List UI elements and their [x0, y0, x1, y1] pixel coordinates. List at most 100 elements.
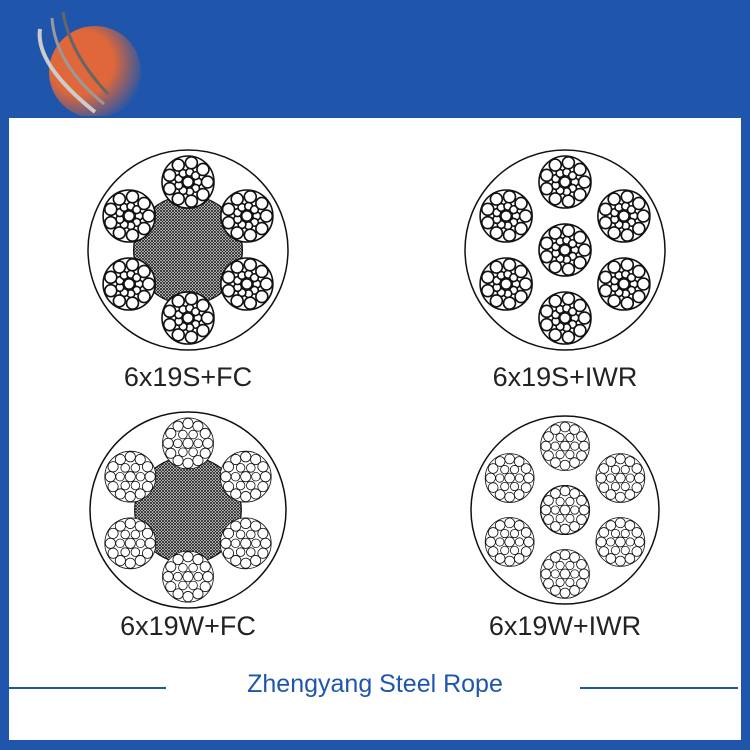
wire	[200, 311, 215, 325]
wire	[196, 187, 210, 202]
wire	[120, 463, 130, 473]
wire	[543, 514, 554, 525]
wire	[578, 504, 590, 516]
wire	[107, 527, 119, 539]
wire	[570, 569, 580, 579]
wire	[576, 431, 587, 442]
wire	[196, 323, 210, 338]
wire	[509, 465, 520, 475]
wire	[626, 272, 637, 283]
wire	[550, 441, 560, 451]
wire	[137, 289, 151, 304]
wire	[184, 292, 199, 306]
wire	[550, 488, 561, 499]
wire	[631, 527, 643, 538]
wire	[561, 156, 576, 170]
wire	[513, 456, 525, 467]
wire	[573, 162, 587, 177]
wire	[598, 463, 610, 474]
wire	[243, 296, 258, 310]
wire	[172, 455, 184, 467]
wire	[631, 482, 643, 493]
wire	[221, 215, 236, 230]
wire	[632, 196, 646, 211]
wire	[559, 523, 571, 535]
wire	[548, 158, 563, 172]
wire	[598, 202, 613, 217]
wire	[555, 433, 565, 443]
wire	[188, 429, 198, 440]
wire	[504, 536, 515, 548]
rope-diagram-6x19s-fc	[87, 149, 289, 351]
wire	[550, 505, 560, 515]
wire	[555, 577, 565, 587]
wire	[124, 517, 136, 529]
wire	[550, 457, 561, 468]
wire	[165, 581, 177, 593]
wire	[569, 552, 580, 563]
wire	[559, 421, 571, 433]
wire	[520, 482, 532, 493]
wire	[137, 196, 151, 211]
wire	[230, 192, 244, 206]
wire	[182, 591, 194, 603]
wire	[120, 547, 130, 557]
wire	[598, 546, 610, 557]
wire	[193, 438, 203, 449]
wire	[134, 520, 146, 532]
wire	[223, 547, 234, 559]
rope-diagram-6x19s-iwr	[464, 149, 666, 351]
wire	[513, 489, 525, 500]
wire	[509, 528, 520, 539]
wire	[184, 156, 199, 170]
wire	[178, 429, 188, 440]
wire	[243, 228, 258, 242]
wire	[124, 537, 136, 549]
wire	[221, 202, 236, 217]
wire	[172, 588, 184, 600]
wire	[481, 202, 495, 217]
wire	[144, 471, 156, 483]
wire	[514, 196, 528, 211]
wire	[141, 209, 156, 223]
wire	[172, 420, 184, 432]
wire	[188, 447, 198, 457]
wire	[548, 192, 563, 206]
wire	[240, 557, 252, 569]
wire	[240, 209, 253, 222]
wire	[615, 536, 626, 548]
wire	[250, 488, 262, 500]
wire	[615, 453, 626, 465]
wire	[142, 461, 153, 473]
wire	[192, 588, 204, 600]
wire	[230, 260, 244, 274]
wire	[550, 424, 561, 435]
wire	[255, 264, 269, 279]
wire	[513, 520, 525, 531]
wire	[550, 552, 561, 563]
wire	[550, 521, 561, 532]
wire	[565, 513, 575, 524]
wire	[259, 209, 274, 223]
wire	[240, 537, 252, 549]
wire	[202, 437, 214, 449]
wire	[193, 571, 203, 582]
wire	[240, 491, 252, 503]
wire	[221, 283, 236, 298]
wire	[561, 224, 576, 238]
wire	[598, 270, 613, 285]
wire	[120, 529, 130, 540]
wire	[606, 537, 616, 547]
rope-diagram-6x19w-iwr	[470, 415, 660, 605]
wire	[607, 226, 621, 240]
wire	[555, 496, 565, 507]
wire	[124, 471, 136, 483]
wire	[257, 481, 269, 493]
rope-label: 6x19S+IWR	[492, 362, 638, 392]
wire	[504, 472, 515, 484]
wire	[162, 181, 177, 196]
wire	[504, 491, 515, 503]
wire	[573, 323, 587, 338]
wire	[220, 471, 232, 483]
wire	[559, 312, 572, 325]
